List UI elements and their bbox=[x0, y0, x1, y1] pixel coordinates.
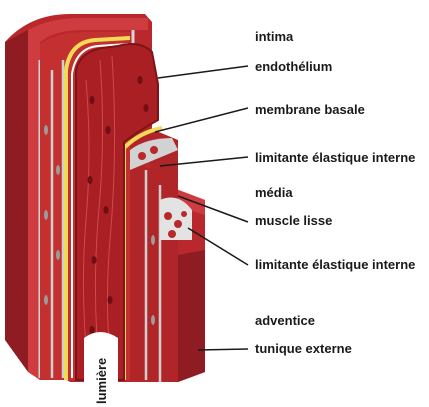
lumen bbox=[84, 332, 118, 382]
leader-lines bbox=[154, 65, 249, 351]
label-lumen: lumière bbox=[94, 357, 109, 404]
label-external-tunic: tunique externe bbox=[255, 341, 352, 356]
label-internal-elastic-lamina-1: limitante élastique interne bbox=[255, 150, 416, 165]
label-adventitia: adventice bbox=[255, 313, 315, 328]
label-endothelium: endothélium bbox=[255, 59, 333, 74]
label-smooth-muscle: muscle lisse bbox=[255, 213, 333, 228]
label-media: média bbox=[255, 185, 293, 200]
label-intima: intima bbox=[255, 29, 294, 44]
label-basement-membrane: membrane basale bbox=[255, 102, 365, 117]
intima-layer bbox=[75, 43, 159, 381]
label-internal-elastic-lamina-2: limitante élastique interne bbox=[255, 257, 416, 272]
